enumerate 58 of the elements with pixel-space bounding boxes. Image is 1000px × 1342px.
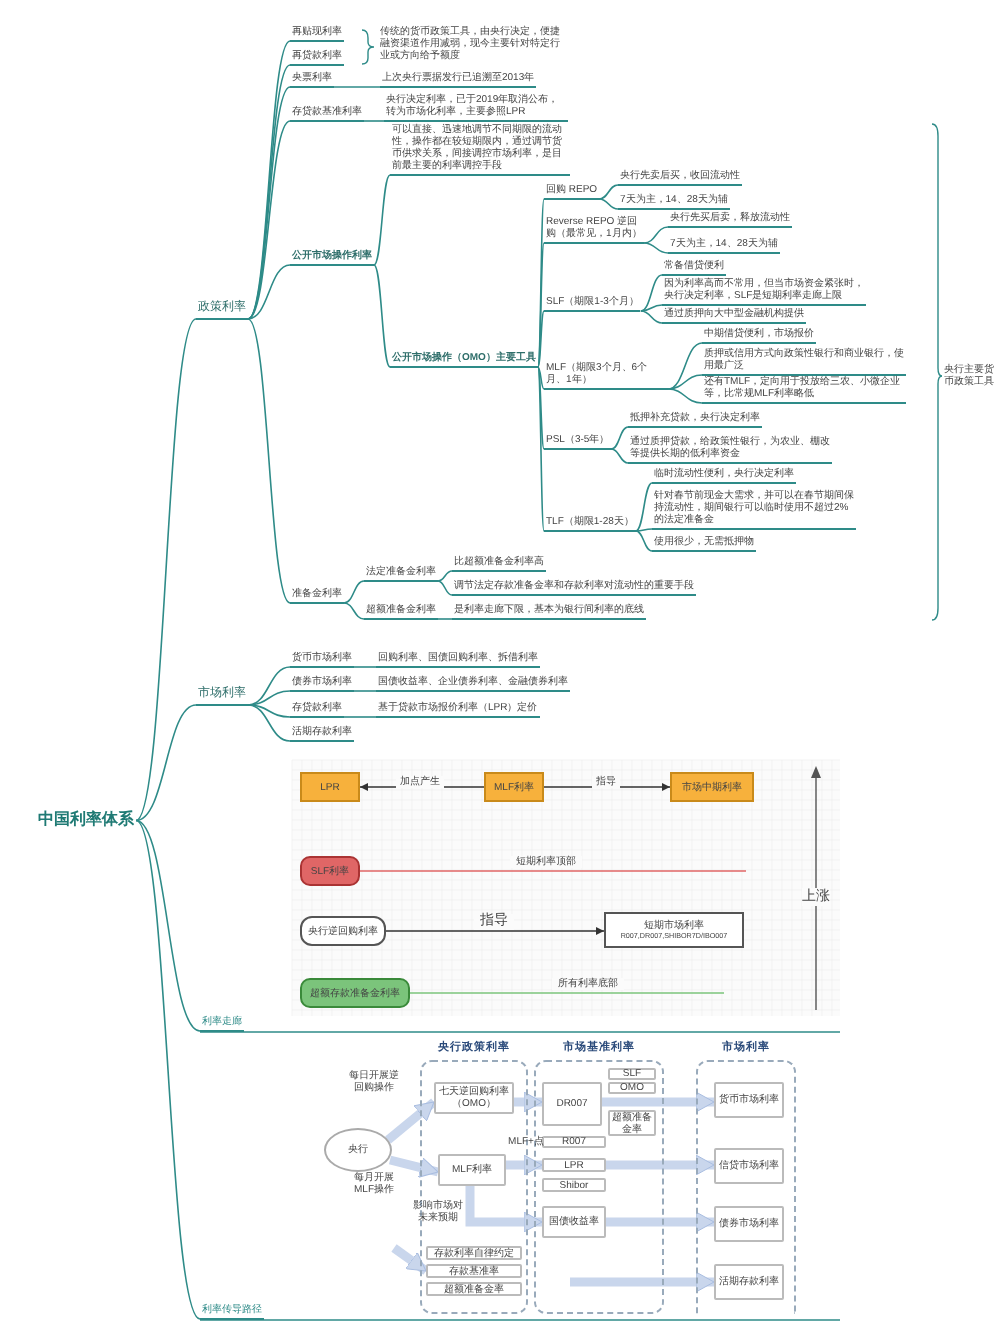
arrow bbox=[359, 783, 485, 791]
connector-line bbox=[247, 666, 291, 706]
connector-line bbox=[353, 666, 377, 668]
connector-line bbox=[643, 242, 669, 254]
connector-line bbox=[373, 174, 391, 266]
connector-line bbox=[135, 819, 201, 1320]
connector-line bbox=[247, 704, 291, 742]
connector-line bbox=[667, 388, 703, 404]
arrow bbox=[385, 927, 605, 935]
connector-line bbox=[135, 318, 197, 822]
connector-line bbox=[135, 819, 201, 1032]
connector-line bbox=[598, 184, 619, 200]
connector-line bbox=[343, 580, 365, 604]
connector-line bbox=[635, 482, 653, 532]
connector-line bbox=[135, 704, 197, 822]
connector-line bbox=[635, 530, 653, 552]
connector-line bbox=[640, 274, 663, 312]
connector-line bbox=[640, 310, 663, 324]
rate-line bbox=[359, 870, 747, 872]
rate-line bbox=[409, 992, 725, 994]
connector-line bbox=[537, 366, 545, 450]
connector-line bbox=[667, 374, 703, 390]
central-topic: 中国利率体系 bbox=[36, 810, 136, 831]
connector-line bbox=[333, 86, 381, 88]
connector-line bbox=[437, 570, 453, 582]
arrow bbox=[506, 1154, 543, 1176]
arrow bbox=[606, 1211, 715, 1233]
arrow bbox=[606, 1154, 715, 1176]
connector-line bbox=[640, 304, 663, 312]
connector-line bbox=[247, 264, 291, 320]
arrow bbox=[570, 1271, 715, 1293]
connector-line bbox=[537, 366, 545, 390]
connector-line bbox=[610, 448, 629, 464]
connector-line bbox=[353, 690, 377, 692]
arrow bbox=[385, 1098, 437, 1144]
arrow bbox=[391, 1244, 429, 1275]
arrow bbox=[388, 1155, 440, 1178]
connector-line bbox=[667, 342, 703, 390]
connector-line bbox=[610, 426, 629, 450]
connector-line bbox=[247, 704, 291, 718]
connector-line bbox=[343, 602, 365, 620]
connector-line bbox=[363, 120, 385, 122]
connector-line bbox=[437, 580, 453, 596]
connector-line bbox=[643, 226, 669, 244]
connector-line bbox=[537, 366, 545, 532]
arrow bbox=[543, 783, 671, 791]
connector-line bbox=[343, 716, 377, 718]
connector-line bbox=[247, 318, 291, 604]
connector-line bbox=[537, 242, 545, 368]
connector-line bbox=[537, 310, 545, 368]
arrow bbox=[602, 1091, 715, 1113]
connector-line bbox=[635, 528, 653, 532]
connector-line bbox=[373, 264, 391, 368]
connector-line bbox=[247, 690, 291, 706]
connector-line bbox=[598, 198, 619, 210]
connector-line bbox=[437, 618, 453, 620]
arrow bbox=[465, 1186, 543, 1233]
arrow bbox=[514, 1091, 543, 1113]
